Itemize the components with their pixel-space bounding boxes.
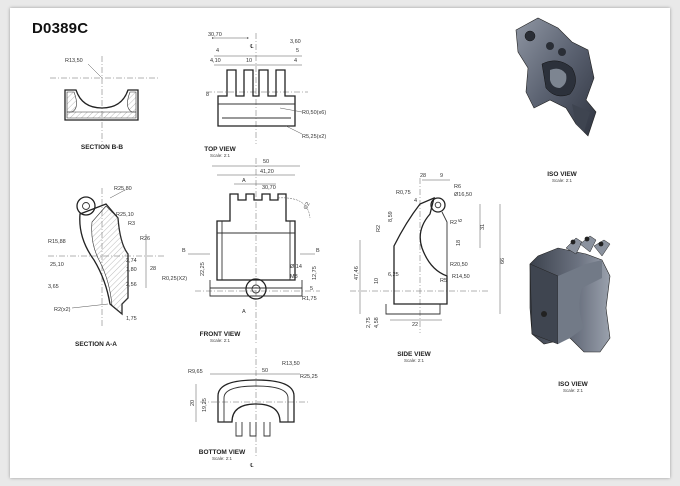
- dim-side-9: 9: [440, 173, 443, 179]
- bottom-view-title: BOTTOM VIEW: [199, 449, 246, 456]
- dim-bottom-r2525: R25,25: [300, 374, 318, 380]
- dim-front-50: 50: [263, 159, 269, 165]
- dim-side-859: 8,59: [388, 211, 394, 222]
- section-mark-b-left: B: [182, 248, 186, 254]
- dim-r1350: R13,50: [65, 58, 83, 64]
- dim-side-r075: R0,75: [396, 190, 411, 196]
- section-mark-a-bottom: A: [242, 309, 246, 315]
- section-mark-b-right: B: [316, 248, 320, 254]
- dim-top-4a: 4: [216, 48, 219, 54]
- dim-side-r5: R5: [440, 278, 447, 284]
- front-view-title: FRONT VIEW: [200, 331, 242, 338]
- iso-view-1: ISO VIEW Scale: 2:1: [515, 17, 597, 183]
- drawing-canvas: R13,50 SECTION B-B 30,70 ℄ 3,60 4 5 4,10…: [48, 17, 611, 469]
- dim-bottom-50: 50: [262, 368, 268, 374]
- iso-view-2-scale: Scale: 2:1: [563, 388, 584, 393]
- dim-side-458: 4,58: [374, 317, 380, 328]
- section-mark-a-top: A: [242, 178, 246, 184]
- dim-side-275: 2,75: [366, 317, 372, 328]
- dim-aa-365: 3,65: [48, 284, 59, 290]
- dim-top-360: 3,60: [290, 39, 301, 45]
- dim-aa-28: 28: [150, 266, 156, 272]
- dim-side-625: 6,25: [388, 272, 399, 278]
- dim-top-10: 10: [246, 58, 252, 64]
- section-aa-view: R25,80 R25,10 R3 R15,88 R26 25,10 2,74 1…: [48, 186, 165, 348]
- dim-aa-2510: 25,10: [50, 262, 64, 268]
- iso-view-1-scale: Scale: 2:1: [552, 178, 573, 183]
- top-centerline-mark: ℄: [249, 44, 254, 50]
- dim-side-r6: R6: [454, 184, 461, 190]
- dim-top-5: 5: [296, 48, 299, 54]
- dim-aa-r2x2: R2(x2): [54, 307, 71, 313]
- dim-side-r2050: R20,50: [450, 262, 468, 268]
- dim-top-8: 8: [206, 92, 209, 98]
- section-bb-view: R13,50 SECTION B-B: [50, 56, 160, 151]
- bottom-view: 50 R13,50 R9,65 R25,25 20 19,25 BOTTOM V…: [188, 348, 318, 469]
- dim-aa-175: 1,75: [126, 316, 137, 322]
- dim-bottom-20: 20: [190, 400, 196, 406]
- dim-aa-r1588: R15,88: [48, 239, 66, 245]
- dim-front-m8: M8: [290, 274, 298, 280]
- dim-front-r175: R1,75: [302, 296, 317, 302]
- front-view-scale: Scale: 2:1: [210, 338, 231, 343]
- side-view-title: SIDE VIEW: [397, 351, 431, 358]
- dim-aa-256: 2,56: [126, 282, 137, 288]
- dim-side-4746: 47,46: [354, 266, 360, 280]
- dim-side-r1450: R14,50: [452, 274, 470, 280]
- side-view-scale: Scale: 2:1: [404, 358, 425, 363]
- dim-side-d1650: Ø16,50: [454, 192, 472, 198]
- dim-front-2225: 22,25: [200, 262, 206, 276]
- dim-aa-r2510: R25,10: [116, 212, 134, 218]
- top-view-scale: Scale: 2:1: [210, 153, 231, 158]
- dim-front-r025: R0,25(X2): [162, 276, 187, 282]
- dim-bottom-r1350: R13,50: [282, 361, 300, 367]
- dim-aa-r2580: R25,80: [114, 186, 132, 192]
- dim-top-r525: R5,25(x2): [302, 134, 326, 140]
- iso-view-2: ISO VIEW Scale: 2:1: [529, 235, 611, 393]
- top-view: 30,70 ℄ 3,60 4 5 4,10 10 4 8 R0,50(x6) R…: [204, 32, 326, 158]
- drawing-id: D0389C: [32, 20, 89, 37]
- bottom-view-scale: Scale: 2:1: [212, 456, 233, 461]
- section-aa-title: SECTION A-A: [75, 341, 117, 348]
- dim-aa-180: 1,80: [126, 267, 137, 273]
- dim-side-31: 31: [480, 224, 486, 230]
- dim-bottom-1925: 19,25: [202, 398, 208, 412]
- dim-side-r2b: R2: [450, 220, 457, 226]
- dim-front-1275: 12,75: [312, 266, 318, 280]
- dim-top-4b: 4: [294, 58, 297, 64]
- dim-front-3070: 30,70: [262, 185, 276, 191]
- front-view: 50 41,20 A 30,70 ⊙2 B B R0,25(X2) 22,25 …: [162, 158, 320, 343]
- dim-side-r2a: R2: [376, 225, 382, 232]
- dim-side-22: 22: [412, 322, 418, 328]
- dim-side-10: 10: [374, 278, 380, 284]
- dim-aa-r26: R26: [140, 236, 150, 242]
- iso-view-2-title: ISO VIEW: [558, 381, 588, 388]
- dim-front-5: 5: [310, 286, 313, 292]
- dim-side-18: 18: [456, 240, 462, 246]
- dim-bottom-r965: R9,65: [188, 369, 203, 375]
- dim-side-66: 66: [500, 258, 506, 264]
- top-view-title: TOP VIEW: [204, 146, 236, 153]
- drawing-sheet: D0389C R13,50 SECTION B-B: [10, 8, 670, 478]
- dim-front-4120: 41,20: [260, 169, 274, 175]
- bottom-centerline-mark: ℄: [249, 463, 254, 469]
- dim-aa-274: 2,74: [126, 258, 137, 264]
- dim-top-r050: R0,50(x6): [302, 110, 326, 116]
- dim-aa-r3: R3: [128, 221, 135, 227]
- dim-side-6: 6: [458, 219, 464, 222]
- side-view: 28 9 R0,75 R6 Ø16,50 4 8,59 R2 R2 6 18 3…: [350, 173, 506, 363]
- iso-view-1-title: ISO VIEW: [547, 171, 577, 178]
- dim-side-4: 4: [414, 198, 417, 204]
- section-bb-title: SECTION B-B: [81, 144, 124, 151]
- dim-front-symbol: ⊙2: [303, 201, 312, 211]
- dim-top-3070: 30,70: [208, 32, 222, 38]
- dim-top-410: 4,10: [210, 58, 221, 64]
- dim-front-d14: Ø 14: [290, 264, 302, 270]
- dim-side-28: 28: [420, 173, 426, 179]
